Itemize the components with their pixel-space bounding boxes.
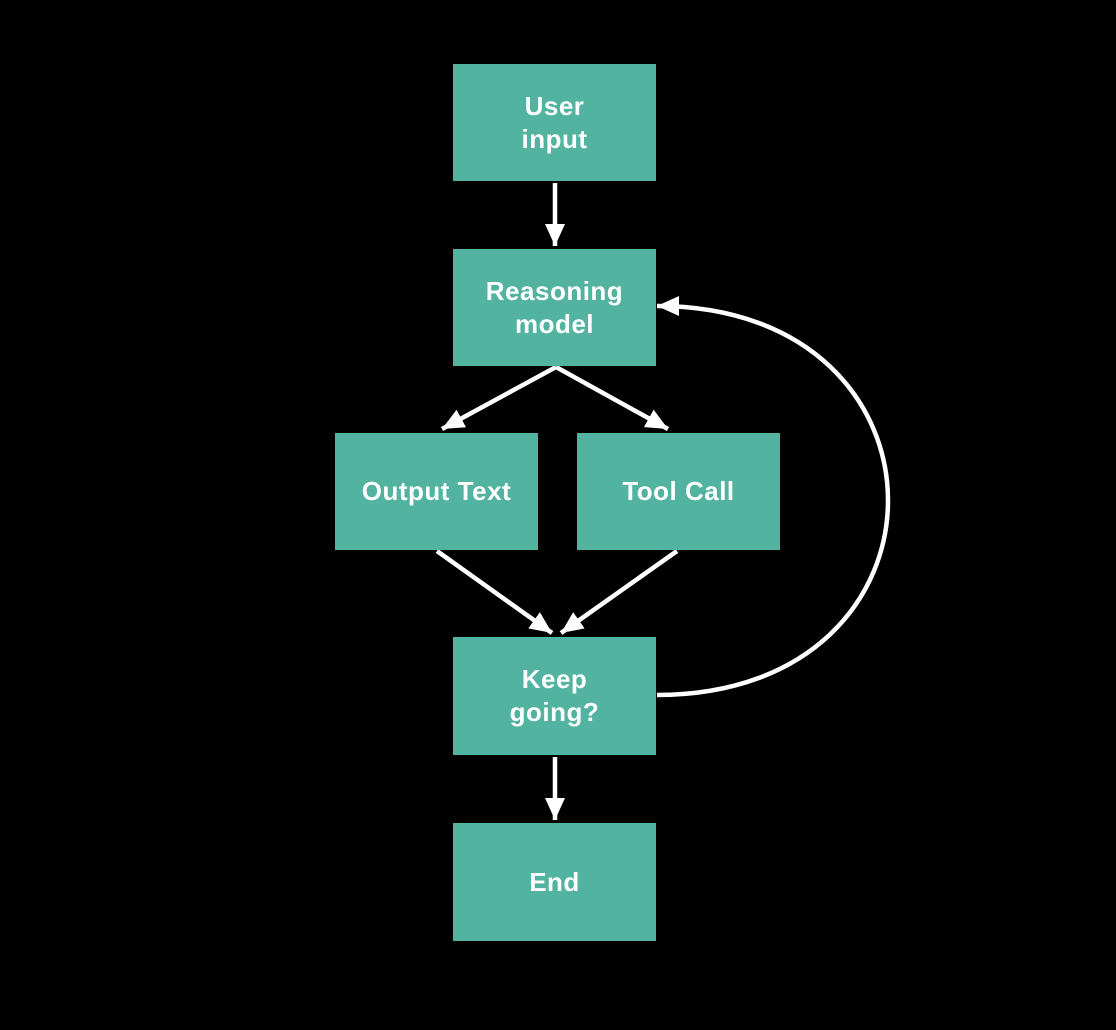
node-tool-call: Tool Call: [577, 433, 780, 550]
edge-tool-call-to-keep-going: [559, 549, 679, 635]
edge-loop-keep-going-to-reasoning-model: [656, 296, 891, 698]
node-user-input-label: User input: [521, 90, 588, 154]
node-reasoning-model: Reasoning model: [453, 249, 656, 366]
node-end-label: End: [529, 866, 580, 897]
edge-reasoning-model-to-output-text: [440, 365, 558, 431]
node-tool-call-label: Tool Call: [622, 476, 735, 506]
node-reasoning-model-label: Reasoning model: [485, 275, 624, 339]
edge-output-text-to-keep-going: [435, 549, 554, 635]
node-keep-going: Keep going?: [453, 637, 656, 755]
edge-reasoning-model-to-tool-call: [554, 365, 670, 431]
node-keep-going-label: Keep going?: [509, 664, 600, 727]
node-end: End: [453, 823, 656, 941]
node-output-text: Output Text: [335, 433, 538, 550]
node-user-input: User input: [453, 64, 656, 181]
node-output-text-label: Output Text: [361, 476, 512, 506]
